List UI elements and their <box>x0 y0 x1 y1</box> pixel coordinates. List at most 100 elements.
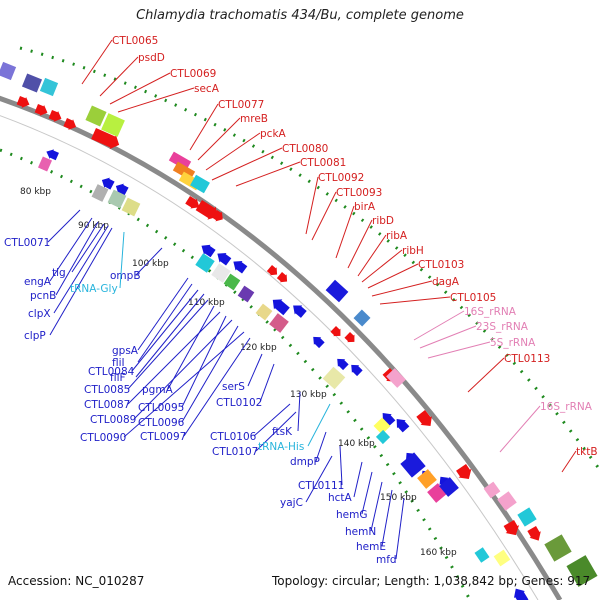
reverse-gene-label: CTL0102 <box>216 397 262 409</box>
cog-category-block <box>107 189 127 209</box>
forward-gene-arrow <box>34 104 48 116</box>
forward-gene-label: secA <box>194 83 220 95</box>
forward-gene-label: CTL0105 <box>450 292 496 304</box>
cog-category-block <box>439 477 459 497</box>
reverse-gene-label: clpP <box>24 330 46 342</box>
forward-label-leader <box>99 56 139 97</box>
kbp-tick-label: 130 kbp <box>290 390 327 400</box>
forward-gene-arrow <box>185 196 200 209</box>
reverse-gene-arrow <box>201 244 216 258</box>
reverse-gene-label: CTL0090 <box>80 432 126 444</box>
cog-category-block <box>255 303 273 321</box>
cog-category-block <box>223 273 241 291</box>
forward-gene-label: CTL0081 <box>300 157 346 169</box>
reverse-label-leader <box>395 497 405 560</box>
forward-gene-arrow <box>276 272 288 283</box>
cog-category-block <box>325 279 349 303</box>
reverse-label-leader <box>370 481 383 532</box>
forward-gene-arrow <box>330 326 341 337</box>
reverse-label-leader <box>255 411 297 452</box>
forward-gene-arrow <box>456 464 472 479</box>
cog-category-block <box>566 555 598 587</box>
forward-label-leader <box>211 147 283 181</box>
forward-gene-label: CTL0103 <box>418 259 464 271</box>
forward-gene-arrow <box>416 410 432 426</box>
genome-backbone <box>0 95 563 600</box>
forward-gene-arrow <box>503 520 520 536</box>
forward-label-leader <box>357 234 387 277</box>
cog-category-block <box>517 507 537 527</box>
forward-gene-label: tktB <box>576 446 598 458</box>
rrna-gene-label: 16S_rRNA <box>464 306 517 318</box>
reverse-gene-arrow <box>351 364 363 377</box>
cog-category-block <box>544 534 572 562</box>
reverse-gene-arrow <box>337 358 349 371</box>
forward-gene-arrow <box>266 265 278 276</box>
map-title: Chlamydia trachomatis 434/Bu, complete g… <box>136 8 464 23</box>
reverse-label-leader <box>127 311 221 405</box>
forward-label-leader <box>235 161 301 187</box>
kbp-tick-label: 90 kbp <box>78 221 109 231</box>
reverse-label-leader <box>135 293 205 378</box>
forward-gene-arrow <box>211 210 223 222</box>
trna-gene-label: tRNA-Gly <box>70 283 118 295</box>
kbp-tick-label: 120 kbp <box>240 343 277 353</box>
forward-gene-label: psdD <box>138 52 165 64</box>
rrna-gene-label: 16S_rRNA <box>540 401 593 413</box>
forward-label-leader <box>347 219 373 269</box>
forward-gene-arrow <box>91 128 120 150</box>
cog-category-block <box>375 429 391 445</box>
reverse-gene-label: CTL0107 <box>212 446 258 458</box>
reverse-label-leader <box>259 363 275 403</box>
reverse-gene-arrow <box>513 588 529 600</box>
reverse-gene-label: CTL0087 <box>84 399 130 411</box>
forward-gene-label: ribA <box>386 230 408 242</box>
reverse-gene-arrow <box>396 419 410 433</box>
forward-gene-arrow <box>344 332 355 343</box>
cog-category-block <box>497 491 517 511</box>
forward-label-leader <box>81 39 113 85</box>
reverse-label-leader <box>49 227 113 336</box>
trna-label-leader <box>307 403 331 447</box>
rrna-gene-label: 23S_rRNA <box>476 321 529 333</box>
reverse-gene-label: CTL0097 <box>140 431 186 443</box>
reverse-gene-label: hemN <box>345 526 376 538</box>
reverse-label-leader <box>47 209 81 243</box>
cog-category-block <box>474 547 490 563</box>
reverse-label-leader <box>247 353 263 387</box>
reverse-gene-arrow <box>233 261 248 274</box>
reverse-gene-label: CTL0095 <box>138 402 184 414</box>
reverse-gene-label: CTL0089 <box>90 414 136 426</box>
cog-category-block <box>37 156 53 172</box>
reverse-gene-label: CTL0106 <box>210 431 257 443</box>
topology-summary: Topology: circular; Length: 1,038,842 bp… <box>272 574 591 588</box>
reverse-gene-label: pcnB <box>30 290 56 302</box>
forward-gene-label: CTL0077 <box>218 99 264 111</box>
forward-gene-label: CTL0080 <box>282 143 328 155</box>
rrna-label-leader <box>413 310 465 341</box>
cog-category-block <box>21 73 43 93</box>
reverse-label-leader <box>127 299 209 390</box>
backbone-inner-edge <box>0 115 539 600</box>
cog-category-block <box>400 452 426 478</box>
reverse-label-leader <box>131 289 199 372</box>
forward-gene-label: CTL0065 <box>112 35 158 47</box>
reverse-label-leader <box>305 455 333 503</box>
forward-label-leader <box>305 176 319 235</box>
reverse-label-leader <box>123 331 245 438</box>
cog-category-block <box>237 285 255 303</box>
forward-gene-arrow <box>527 526 541 541</box>
accession-text: Accession: NC_010287 <box>8 574 145 588</box>
reverse-gene-arrow <box>101 177 115 190</box>
cog-category-block <box>353 309 371 327</box>
reverse-gene-label: CTL0096 <box>138 417 185 429</box>
reverse-label-leader <box>71 223 105 273</box>
forward-gene-label: dagA <box>432 276 460 288</box>
trna-gene-label: tRNA-His <box>258 441 304 453</box>
reverse-gene-label: ftsK <box>272 426 293 438</box>
forward-gene-label: ribH <box>402 245 424 257</box>
reverse-label-leader <box>361 471 373 515</box>
cog-category-block <box>417 469 437 489</box>
